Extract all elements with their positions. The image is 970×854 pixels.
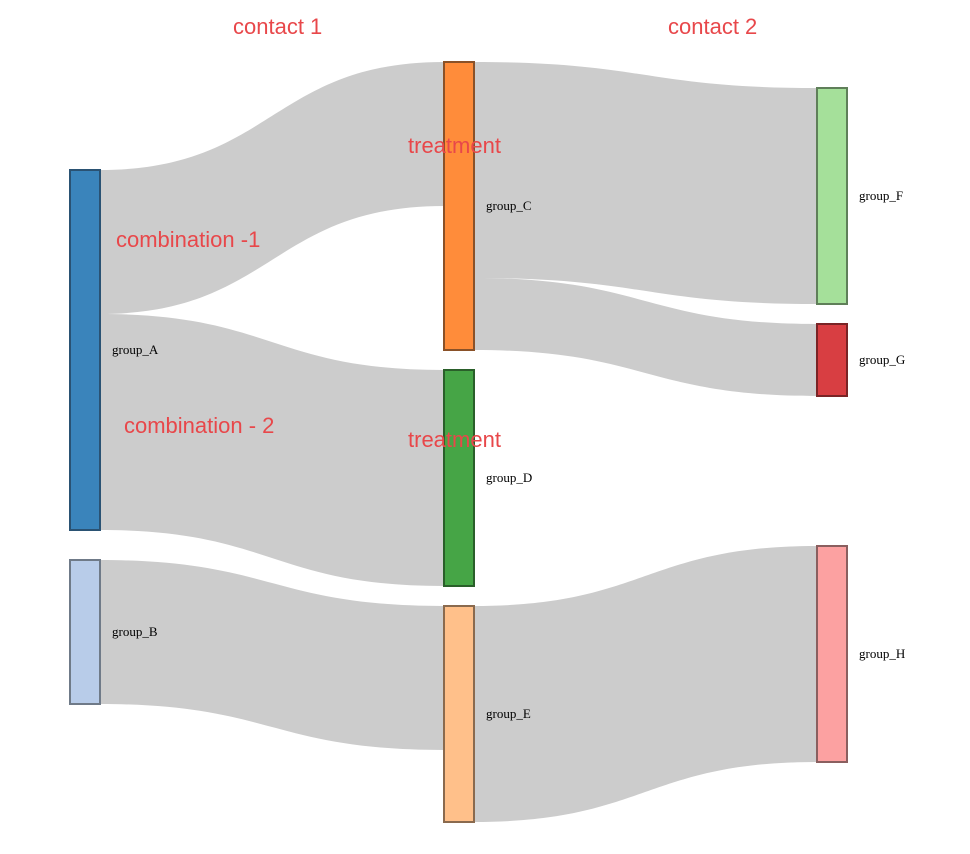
node-group-c[interactable] — [443, 61, 475, 351]
node-group-f[interactable] — [816, 87, 848, 305]
annotation-combination-2: combination - 2 — [124, 413, 274, 438]
link-group-a-to-group-d[interactable] — [100, 314, 444, 586]
node-group-a[interactable] — [69, 169, 101, 531]
node-group-e[interactable] — [443, 605, 475, 823]
node-label-group-e: group_E — [486, 706, 531, 721]
node-group-g[interactable] — [816, 323, 848, 397]
annotation-contact-1: contact 1 — [233, 14, 322, 39]
node-label-group-c: group_C — [486, 198, 532, 213]
link-group-c-to-group-f[interactable] — [474, 62, 817, 304]
link-group-b-to-group-e[interactable] — [100, 560, 444, 750]
annotation-contact-2: contact 2 — [668, 14, 757, 39]
annotations-layer: contact 1 contact 2 combination -1 combi… — [116, 14, 757, 438]
link-group-a-to-group-c[interactable] — [100, 62, 444, 314]
node-label-group-d: group_D — [486, 470, 532, 485]
nodes-layer — [69, 61, 848, 823]
annotation-combination-1: combination -1 — [116, 227, 260, 252]
node-label-group-a: group_A — [112, 342, 159, 357]
annotations-top-layer: treatment treatment — [408, 133, 501, 452]
node-group-h[interactable] — [816, 545, 848, 763]
annotation-treatment-d: treatment — [408, 427, 501, 452]
node-label-group-h: group_H — [859, 646, 905, 661]
node-label-group-b: group_B — [112, 624, 158, 639]
annotation-treatment-c: treatment — [408, 133, 501, 158]
node-label-group-g: group_G — [859, 352, 905, 367]
node-group-d[interactable] — [443, 369, 475, 587]
link-group-c-to-group-g[interactable] — [474, 278, 817, 396]
node-label-group-f: group_F — [859, 188, 903, 203]
links-layer — [100, 62, 817, 822]
node-group-b[interactable] — [69, 559, 101, 705]
link-group-e-to-group-h[interactable] — [474, 546, 817, 822]
labels-layer: group_A group_B group_C group_D group_E group… — [112, 188, 905, 721]
